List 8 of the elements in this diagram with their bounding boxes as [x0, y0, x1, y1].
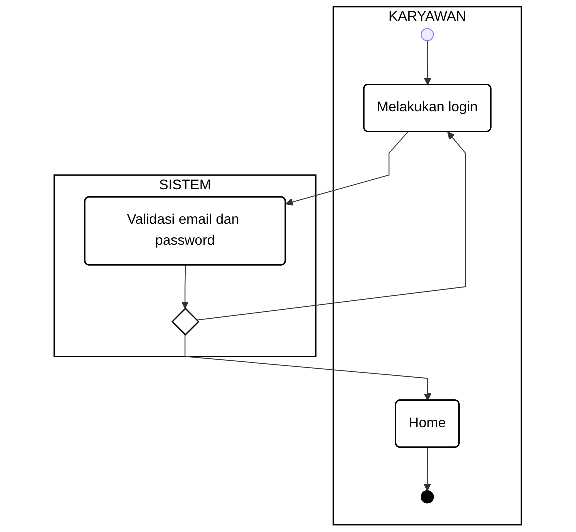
node-circle: [421, 28, 434, 42]
node-diamond: [172, 308, 200, 336]
arrow: [424, 447, 432, 492]
arrow: [184, 334, 432, 402]
arrow: [181, 265, 190, 310]
arrow: [424, 40, 432, 86]
arrow: [286, 132, 409, 206]
arrow: [196, 132, 466, 321]
